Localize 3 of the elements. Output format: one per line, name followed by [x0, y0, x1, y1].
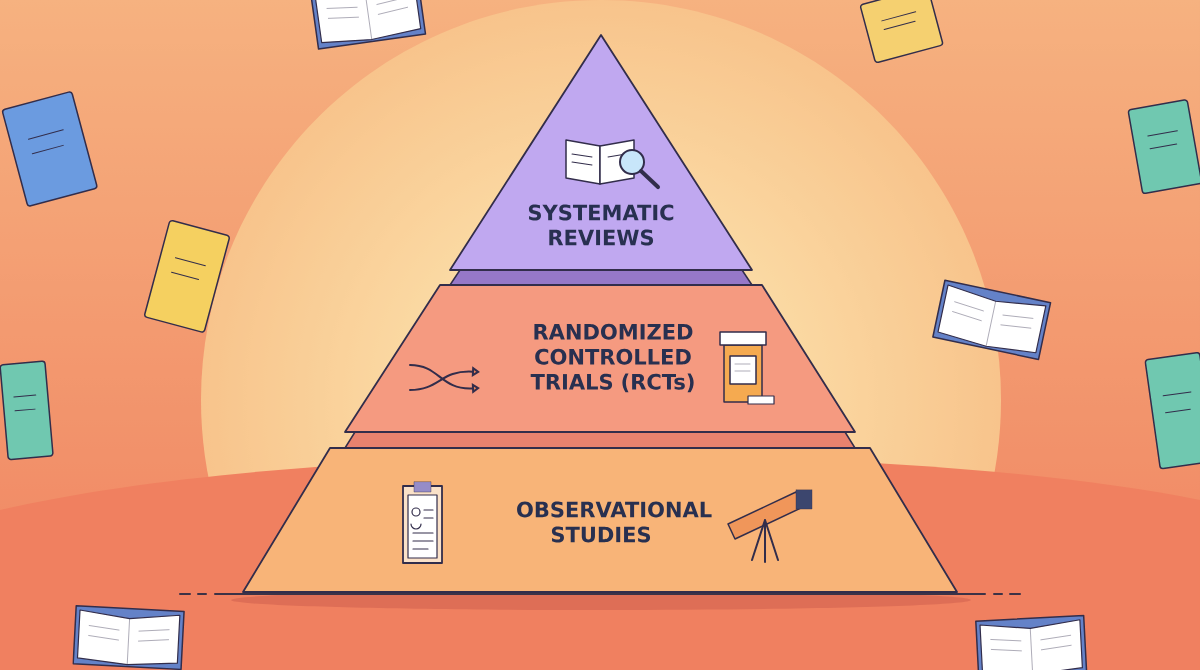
pyramid-top: SYSTEMATIC REVIEWS: [449, 34, 753, 286]
pyramid-tier: OBSERVATIONAL STUDIES: [242, 447, 958, 593]
pyramid-tier: RANDOMIZED CONTROLLED TRIALS (RCTs): [344, 284, 856, 449]
